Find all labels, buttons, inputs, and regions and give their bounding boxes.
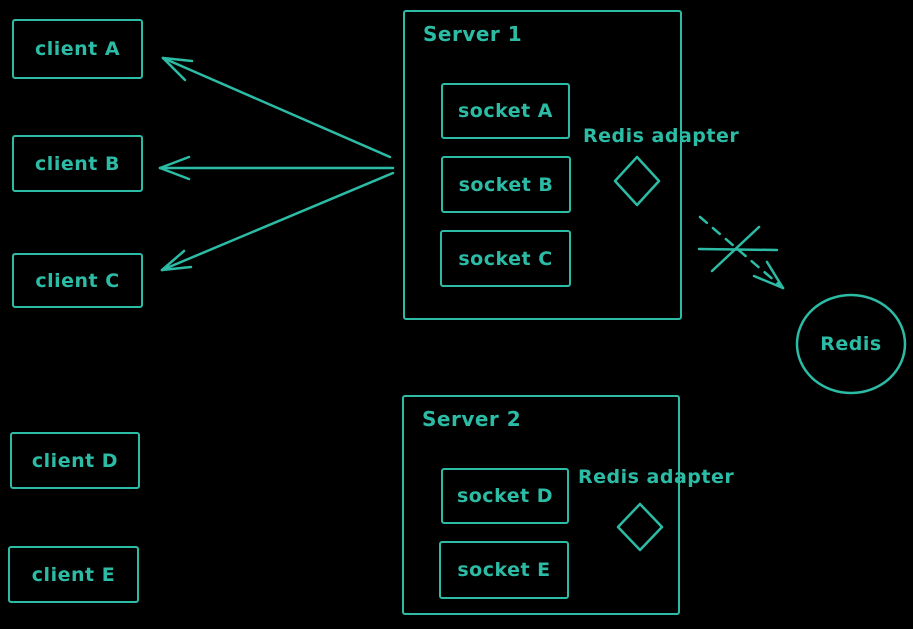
client-c-box: client C <box>12 253 143 308</box>
server-1-box: Server 1 socket A socket B socket C <box>403 10 682 320</box>
server-2-box: Server 2 socket D socket E <box>402 395 680 615</box>
client-a-label: client A <box>34 38 121 60</box>
socket-c-box: socket C <box>440 230 571 287</box>
cross-out-icon <box>697 225 779 273</box>
dashed-arrow-server1-to-redis <box>698 215 785 290</box>
client-a-box: client A <box>12 19 143 79</box>
server-2-title: Server 2 <box>422 407 522 431</box>
socket-b-label: socket B <box>458 173 554 196</box>
socket-e-box: socket E <box>439 541 569 599</box>
redis-label: Redis <box>820 333 882 355</box>
client-e-label: client E <box>31 563 116 586</box>
socket-c-label: socket C <box>458 247 553 270</box>
arrow-server1-to-client-c <box>160 171 395 272</box>
socket-e-label: socket E <box>457 559 551 581</box>
socket-b-box: socket B <box>441 156 571 213</box>
client-d-label: client D <box>31 449 119 472</box>
client-d-box: client D <box>10 432 140 489</box>
socket-a-label: socket A <box>457 100 554 122</box>
server-1-title: Server 1 <box>423 22 523 46</box>
redis-adapter-label-server1: Redis adapter <box>583 125 740 147</box>
arrow-server1-to-client-b <box>158 155 395 181</box>
client-b-box: client B <box>12 135 143 192</box>
arrow-server1-to-client-a <box>161 56 392 159</box>
client-b-label: client B <box>35 152 120 175</box>
socket-d-box: socket D <box>441 468 569 524</box>
socket-d-label: socket D <box>456 485 554 507</box>
socket-a-box: socket A <box>441 83 570 139</box>
redis-adapter-label-server2: Redis adapter <box>578 466 735 488</box>
client-e-box: client E <box>8 546 139 603</box>
client-c-label: client C <box>35 269 120 292</box>
